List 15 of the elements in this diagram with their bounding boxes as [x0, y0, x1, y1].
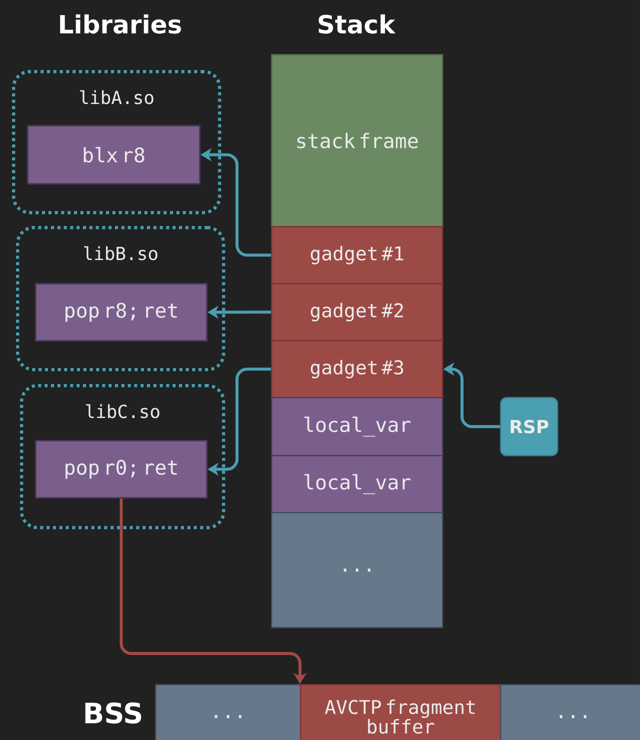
- instruction-box: blx r8: [27, 125, 200, 184]
- stack-cell: local_var: [271, 397, 444, 456]
- gadget-cell: gadget #2: [271, 283, 444, 342]
- buffer-cell: AVCTP fragment buffer: [300, 684, 502, 740]
- stack-cell: stack frame: [271, 54, 444, 228]
- memory-cell: ...: [155, 684, 302, 740]
- gadget-cell: gadget #3: [271, 340, 444, 398]
- memory-cell: ...: [271, 512, 444, 628]
- column-heading: Libraries: [60, 14, 181, 34]
- instruction-box: pop r8; ret: [35, 283, 208, 342]
- memory-cell: ...: [500, 684, 640, 740]
- gadget-cell: gadget #1: [271, 226, 444, 284]
- instruction-box: pop r0; ret: [35, 440, 208, 498]
- stack-cell: local_var: [271, 455, 444, 514]
- register-badge: RSP: [500, 397, 558, 456]
